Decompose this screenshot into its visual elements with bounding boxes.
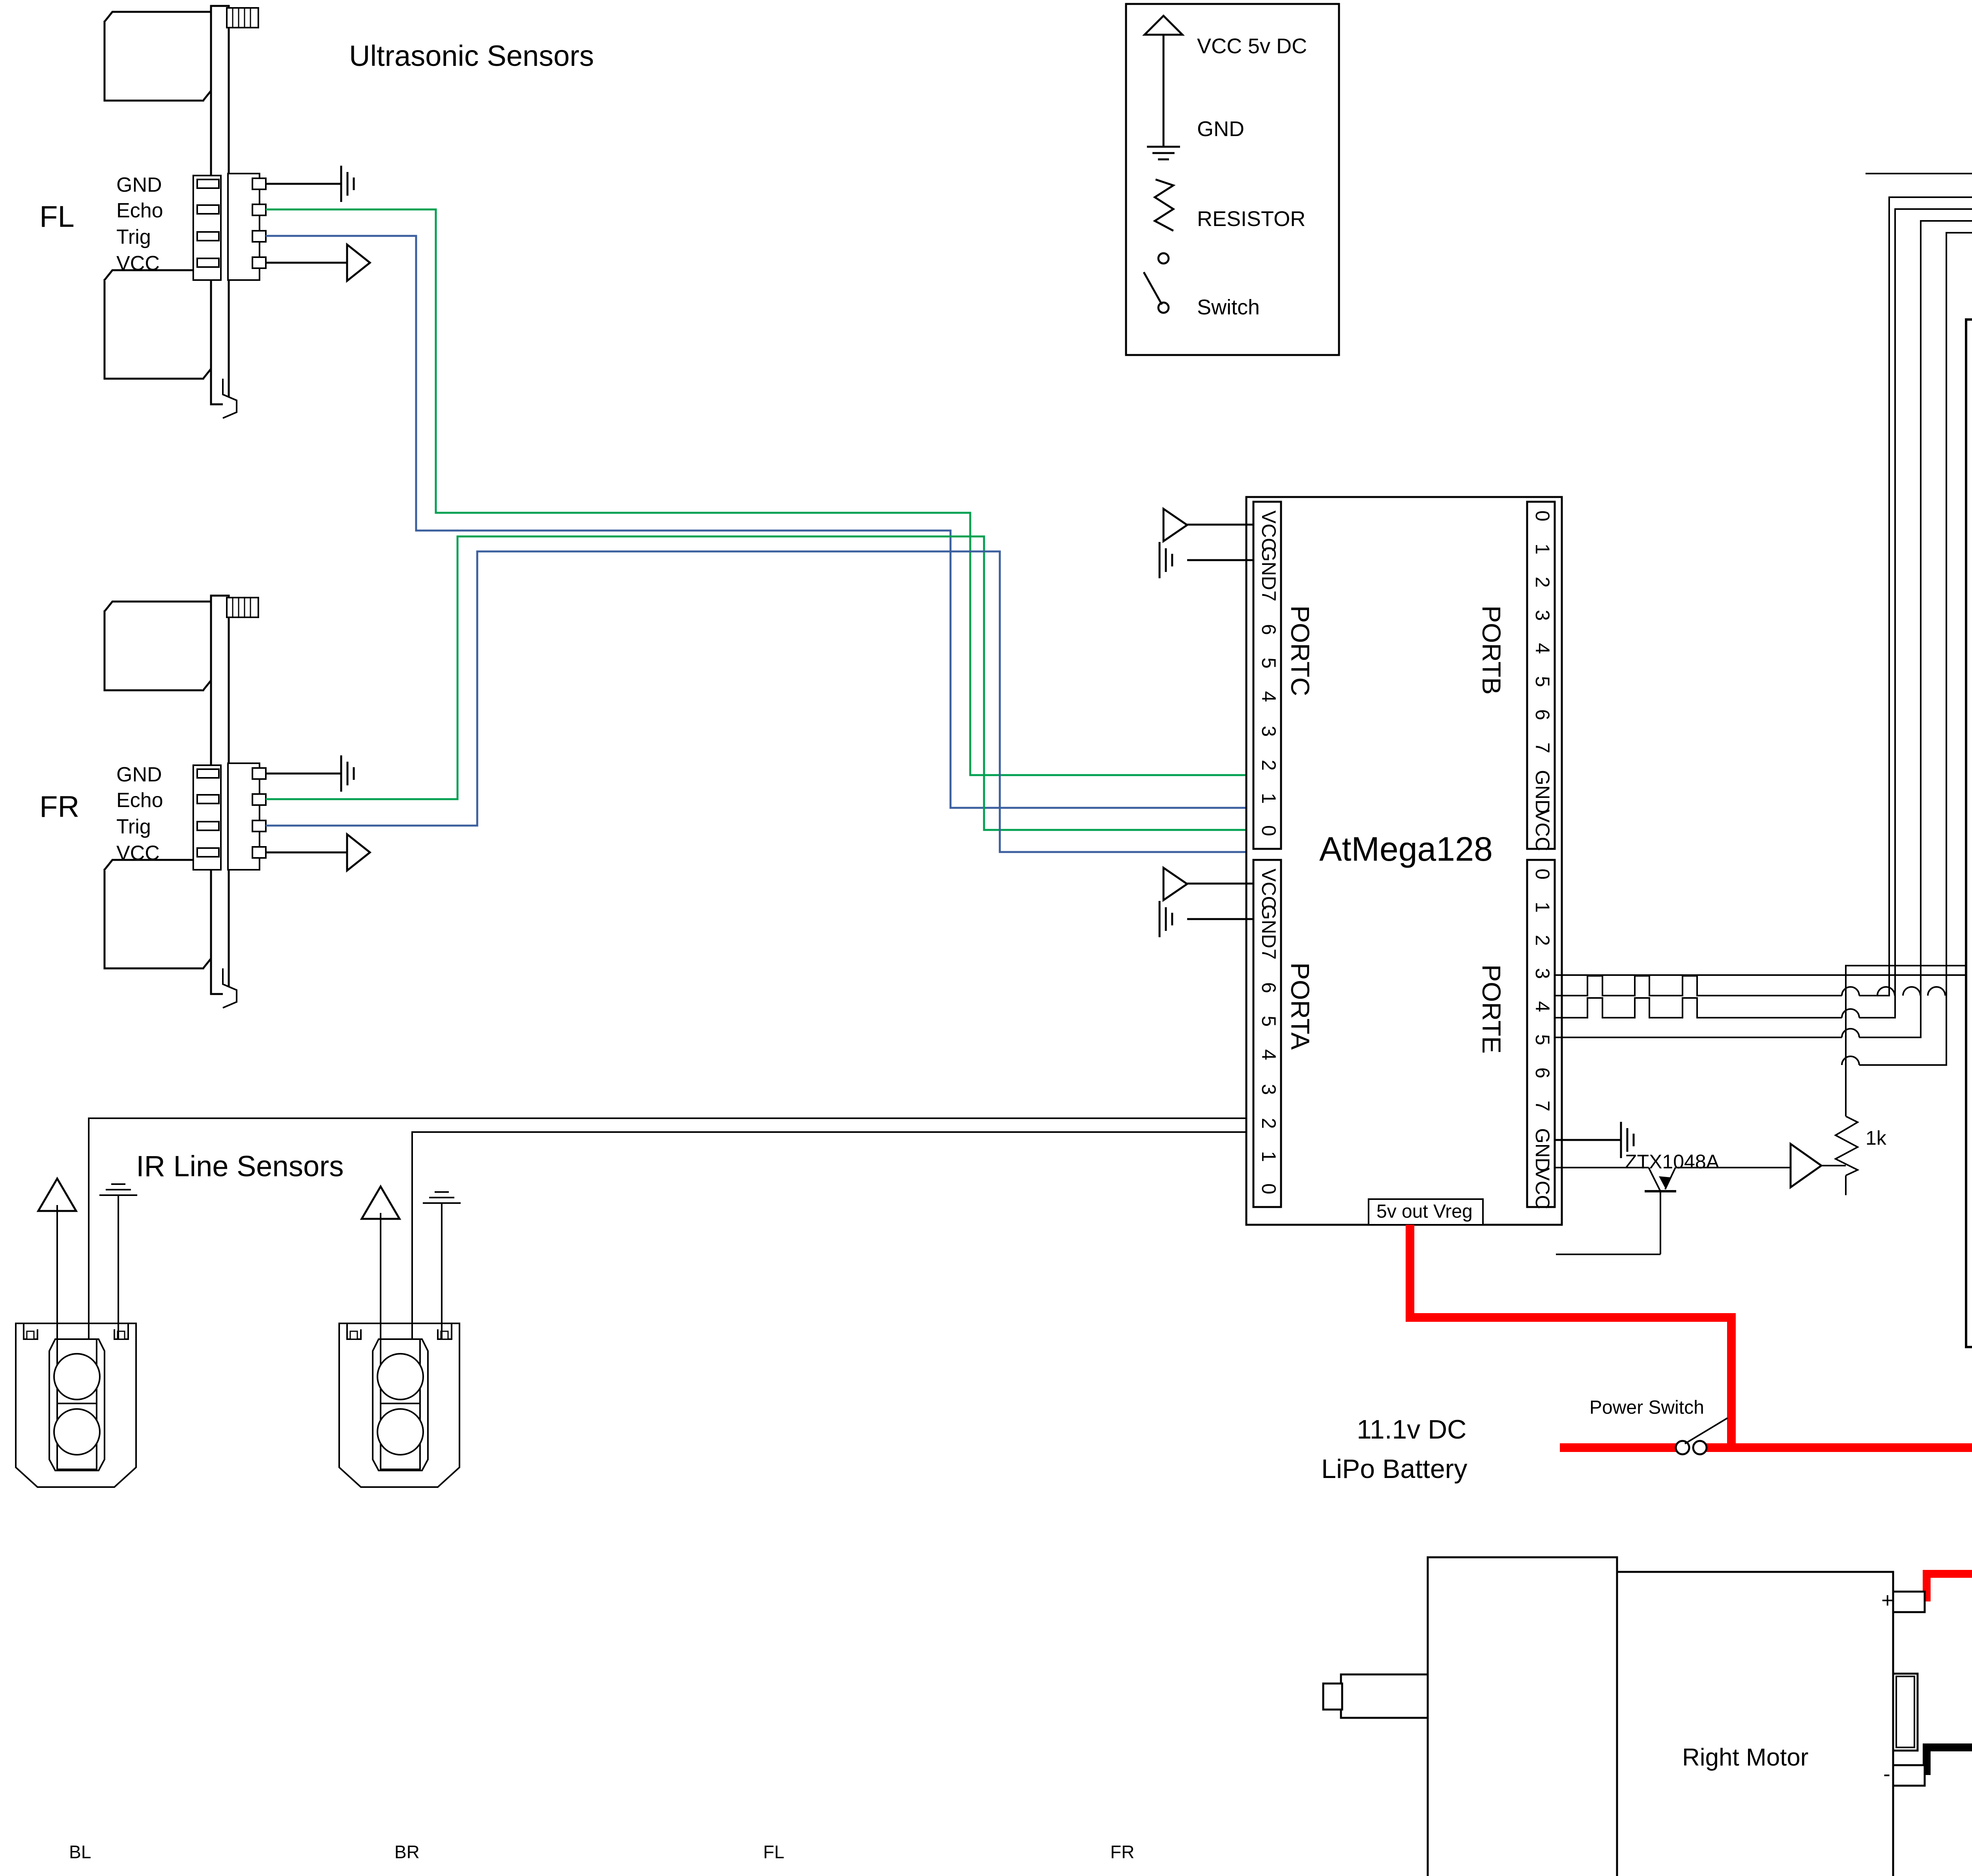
portc-name: PORTC	[1286, 605, 1315, 696]
legend-switch-label: Switch	[1197, 295, 1260, 319]
ultrasonic-sensor-fl-body	[103, 5, 267, 419]
fr-pin-trig: Trig	[116, 815, 151, 838]
mcu-atmega128-body	[1245, 496, 1563, 1226]
fl-pin-trig: Trig	[116, 226, 151, 249]
porte-pin-7: 7	[1531, 1101, 1554, 1112]
fr-pin-gnd: GND	[116, 763, 162, 786]
porte-pin-5: 5	[1531, 1034, 1554, 1045]
resistor-value-label: 1k	[1866, 1127, 1886, 1149]
battery-type-label: LiPo Battery	[1321, 1454, 1468, 1484]
transistor-label: ZTX1048A	[1625, 1151, 1720, 1173]
transistor-resistor-network	[1555, 1065, 1860, 1255]
fl-pin-gnd: GND	[116, 174, 162, 196]
portb-pin-gnd: GND	[1531, 770, 1554, 814]
portc-pin-6: 6	[1258, 624, 1280, 635]
fr-pin-vcc: VCC	[116, 842, 160, 865]
porte-pin-3: 3	[1531, 968, 1554, 979]
legend-vcc-label: VCC 5v DC	[1197, 34, 1307, 58]
right-motor-label: Right Motor	[1682, 1744, 1809, 1771]
portb-pin-0: 0	[1531, 510, 1554, 521]
bottom-label-fr: FR	[1110, 1842, 1135, 1862]
fl-sensor-wires	[266, 166, 1246, 809]
right-motor-minus: -	[1883, 1762, 1890, 1786]
porte-pin-4: 4	[1531, 1001, 1554, 1012]
portc-pin-4: 4	[1258, 691, 1280, 702]
ir-line-sensors-title: IR Line Sensors	[136, 1150, 344, 1183]
motor-wiring	[1923, 1570, 1972, 1775]
power-switch-label: Power Switch	[1589, 1397, 1704, 1418]
ultrasonic-sensor-fr-body	[103, 594, 267, 1009]
ir-line-sensor-right	[338, 1131, 1246, 1488]
portb-pin-5: 5	[1531, 676, 1554, 687]
right-motor-plus: +	[1881, 1588, 1894, 1612]
mcu-vreg-label: 5v out Vreg	[1376, 1201, 1473, 1222]
bottom-label-fl: FL	[763, 1842, 784, 1862]
porte-signal-wires	[1555, 173, 1972, 1066]
porta-pin-4: 4	[1258, 1049, 1280, 1060]
mcu-pin-stubs	[1158, 507, 1635, 1158]
legend-box	[1125, 3, 1340, 356]
porte-pin-vcc: VCC	[1531, 1168, 1554, 1209]
portc-pin-7: 7	[1258, 590, 1280, 602]
portc-pin-5: 5	[1258, 658, 1280, 669]
portb-pin-4: 4	[1531, 643, 1554, 654]
porta-pin-2: 2	[1258, 1118, 1280, 1129]
portc-pin-2: 2	[1258, 760, 1280, 771]
fr-sensor-wires	[266, 535, 1246, 873]
portb-pin-vcc: VCC	[1531, 809, 1554, 851]
portb-name: PORTB	[1477, 605, 1506, 695]
porte-pin-2: 2	[1531, 935, 1554, 946]
porta-pin-vcc: VCC	[1258, 869, 1280, 910]
portb-pin-3: 3	[1531, 610, 1554, 621]
porta-pin-6: 6	[1258, 982, 1280, 993]
power-wiring-red	[1406, 1225, 1972, 1452]
porta-pin-3: 3	[1258, 1084, 1280, 1095]
motor-controller-board	[1965, 318, 1972, 1348]
fl-pin-echo: Echo	[116, 199, 163, 222]
porta-pin-1: 1	[1258, 1151, 1280, 1162]
ultrasonic-sensors-title: Ultrasonic Sensors	[349, 39, 594, 72]
porta-pin-gnd: GND	[1258, 904, 1280, 949]
porte-pin-6: 6	[1531, 1067, 1554, 1078]
right-motor-body	[1322, 1556, 1926, 1876]
porte-pin-0: 0	[1531, 869, 1554, 880]
battery-voltage-label: 11.1v DC	[1357, 1414, 1467, 1444]
porta-pin-5: 5	[1258, 1016, 1280, 1027]
sensor-label-fr: FR	[39, 790, 80, 824]
porta-pin-7: 7	[1258, 949, 1280, 960]
ir-line-sensor-left	[15, 1117, 1246, 1488]
porta-pin-0: 0	[1258, 1183, 1280, 1194]
portc-pin-0: 0	[1258, 825, 1280, 836]
porte-pin-1: 1	[1531, 902, 1554, 913]
bottom-label-br: BR	[394, 1842, 420, 1862]
portc-pin-gnd: GND	[1258, 546, 1280, 590]
porte-pin-gnd: GND	[1531, 1128, 1554, 1172]
portc-pin-1: 1	[1258, 793, 1280, 804]
power-switch-symbol	[1675, 1417, 1728, 1456]
portb-pin-2: 2	[1531, 577, 1554, 588]
fl-pin-vcc: VCC	[116, 252, 160, 275]
fr-pin-echo: Echo	[116, 789, 163, 812]
legend-resistor-label: RESISTOR	[1197, 207, 1306, 231]
bottom-label-bl: BL	[69, 1842, 92, 1862]
porte-name: PORTE	[1477, 964, 1506, 1054]
portc-pin-3: 3	[1258, 726, 1280, 737]
sensor-label-fl: FL	[39, 200, 75, 234]
legend-gnd-label: GND	[1197, 117, 1244, 141]
portb-pin-6: 6	[1531, 709, 1554, 720]
mcu-title: AtMega128	[1319, 830, 1493, 868]
portb-pin-7: 7	[1531, 742, 1554, 753]
portc-pin-vcc: VCC	[1258, 510, 1280, 552]
portb-pin-1: 1	[1531, 544, 1554, 555]
porta-name: PORTA	[1286, 962, 1315, 1050]
